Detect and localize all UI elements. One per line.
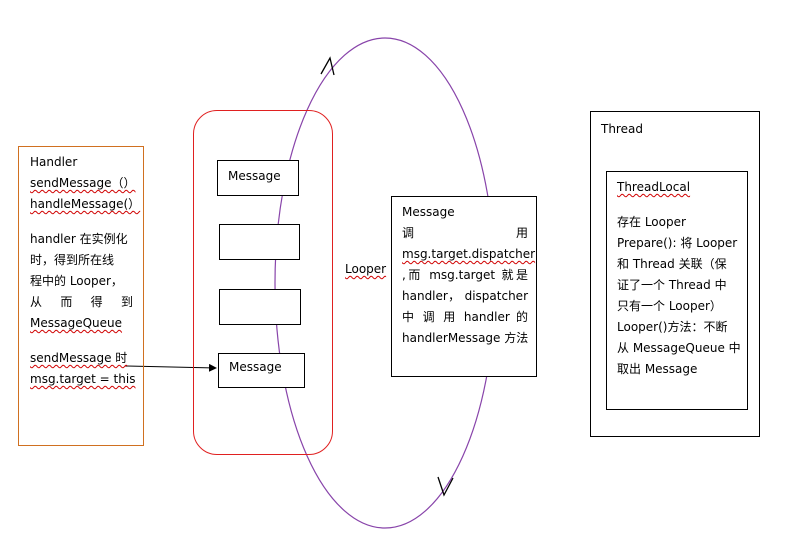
message-line: 中 调 用 handler 的 <box>402 310 528 324</box>
threadlocal-box: ThreadLocal 存在 Looper Prepare(): 将 Loope… <box>606 171 748 410</box>
message-dispatch-box: Message 调 用 msg.target.dispatcher ,而 msg… <box>391 196 537 377</box>
looper-cycle-arrow-bottom <box>437 476 454 497</box>
queue-empty-slot <box>219 224 300 260</box>
threadlocal-title: ThreadLocal <box>617 180 691 194</box>
message-line: 调 用 <box>402 226 528 240</box>
threadlocal-line: 和 Thread 关联（保 <box>617 257 727 271</box>
message-line: handler， dispatcher <box>402 289 528 303</box>
looper-label: Looper <box>345 262 387 276</box>
message-queue-box <box>193 110 333 455</box>
handler-send-method: sendMessage（） <box>30 176 136 190</box>
threadlocal-line: 证了一个 Thread 中 <box>617 278 727 292</box>
message-line: ,而 msg.target 就是 <box>402 268 528 282</box>
message-title: Message <box>402 205 455 219</box>
threadlocal-line: Prepare(): 将 Looper <box>617 236 738 250</box>
threadlocal-line: 取出 Message <box>617 362 698 376</box>
threadlocal-line: Looper()方法：不断 <box>617 320 728 334</box>
message-line: msg.target.dispatcher <box>402 247 536 261</box>
handler-box: Handler sendMessage（） handleMessage(） ha… <box>18 146 144 446</box>
threadlocal-line: 从 MessageQueue 中 <box>617 341 741 355</box>
handler-desc-line: handler 在实例化 <box>30 232 128 246</box>
handler-desc-line: 程中的 Looper， <box>30 274 123 288</box>
message-line: handlerMessage 方法 <box>402 331 529 345</box>
handler-desc-line: 时，得到所在线 <box>30 253 115 267</box>
queue-message-slot: Message <box>217 160 299 196</box>
handler-target-line: msg.target = this <box>30 372 136 386</box>
queue-message-slot: Message <box>218 353 305 388</box>
thread-box: Thread <box>590 111 760 437</box>
queue-empty-slot <box>219 289 301 325</box>
send-message-arrow <box>124 363 217 372</box>
thread-title: Thread <box>601 122 643 136</box>
looper-cycle-arrow-top <box>320 56 335 76</box>
handler-handle-method: handleMessage(） <box>30 197 141 211</box>
threadlocal-line: 存在 Looper <box>617 215 686 229</box>
handler-title: Handler <box>30 155 78 169</box>
handler-desc-line: MessageQueue <box>30 316 123 330</box>
threadlocal-line: 只有一个 Looper） <box>617 299 722 313</box>
handler-desc-line: 从 而 得 到 <box>30 295 133 309</box>
handler-send-line: sendMessage 时 <box>30 351 128 365</box>
